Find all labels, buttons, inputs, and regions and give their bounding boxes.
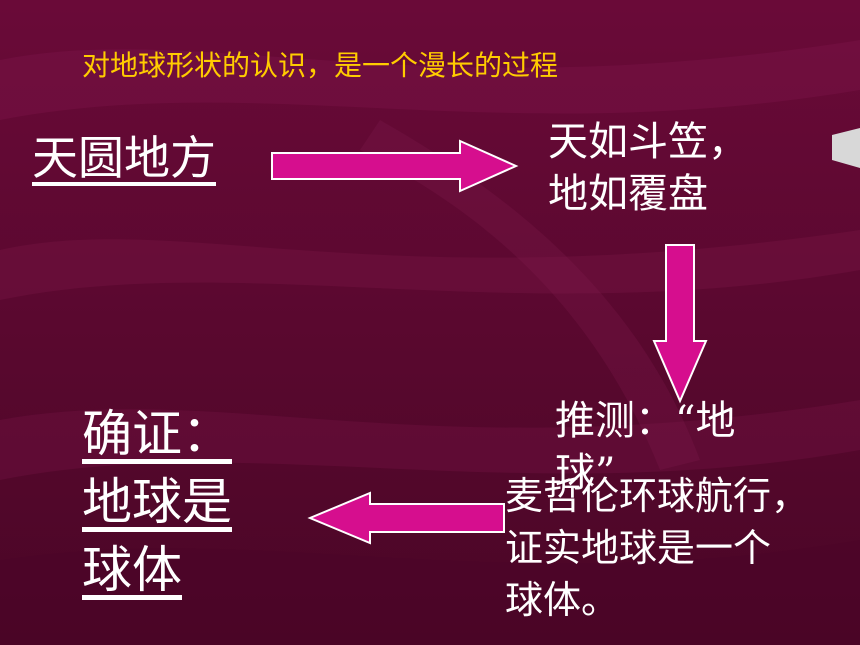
slide-title: 对地球形状的认识，是一个漫长的过程 [82,49,559,82]
conclusion-line-1: 确证： [82,405,232,463]
stage-magellan-voyage: 麦哲伦环球航行， 证实地球是一个 球体。 [505,470,809,626]
stage3-line-1: 推测：“地 [555,398,736,444]
stage4-line-3: 球体。 [505,578,620,622]
arrow-down-icon [652,244,708,404]
conclusion-line-3: 球体 [82,541,182,599]
stage-sky-round-earth-square: 天圆地方 [32,131,216,185]
stage-earth-hypothesis: 推测：“地 球” [555,395,735,499]
page-curl-decoration [832,128,860,168]
conclusion-earth-is-sphere: 确证： 地球是 球体 [82,400,232,604]
stage2-line-1: 天如斗笠， [548,119,748,165]
stage2-line-2: 地如覆盘 [548,171,708,217]
stage-sky-dome-earth-plate: 天如斗笠， 地如覆盘 [548,116,748,220]
arrow-left-icon [307,491,505,545]
stage3-line-2: 球” [555,450,616,496]
stage4-line-1: 麦哲伦环球航行， [505,474,810,518]
arrow-right-icon [271,139,519,193]
conclusion-line-2: 地球是 [82,473,232,531]
stage4-line-2: 证实地球是一个 [505,526,772,570]
